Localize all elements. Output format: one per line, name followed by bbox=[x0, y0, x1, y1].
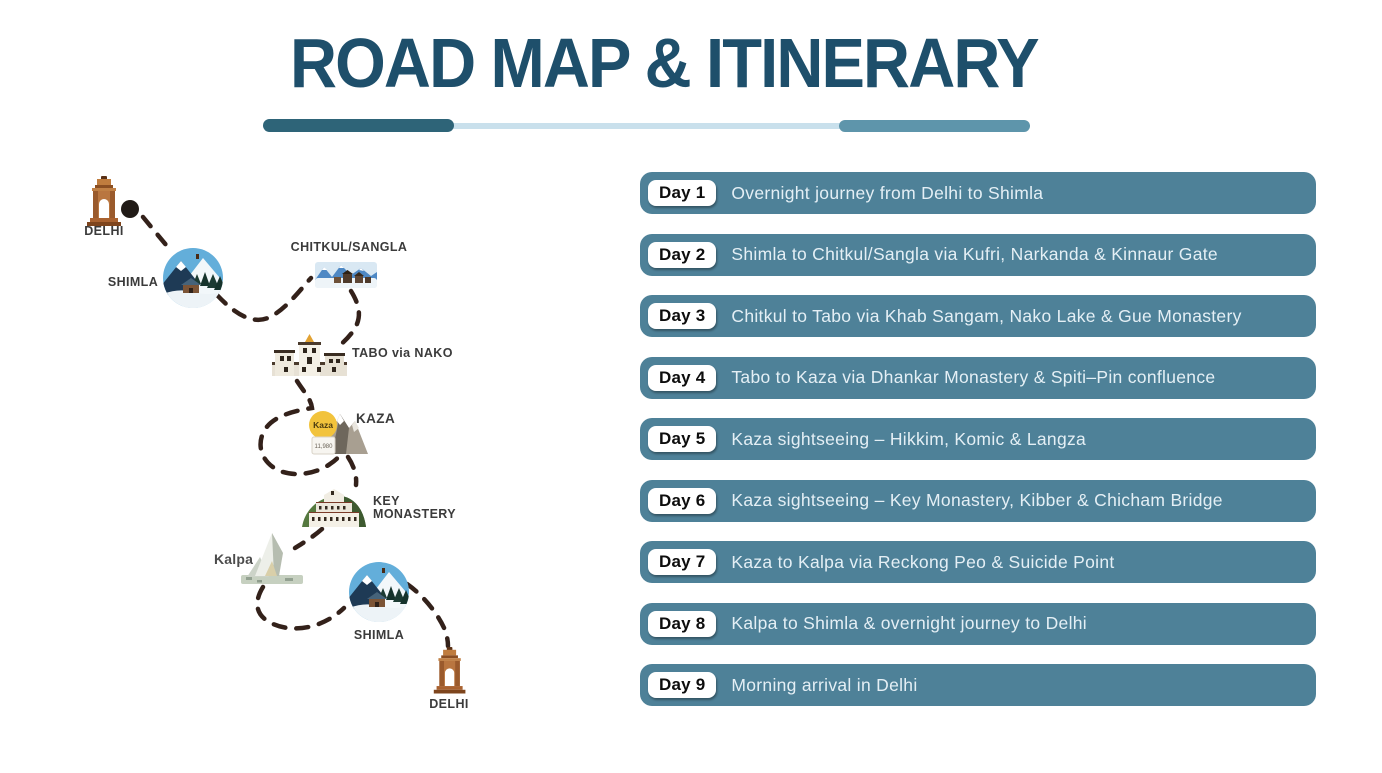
day-badge: Day 3 bbox=[648, 303, 717, 329]
hill-station-icon bbox=[161, 248, 226, 308]
day-description: Shimla to Chitkul/Sangla via Kufri, Nark… bbox=[731, 244, 1218, 264]
map-label-key-line2: MONASTERY bbox=[373, 507, 456, 521]
route-dashed-path bbox=[140, 214, 451, 649]
day-badge: Day 9 bbox=[648, 672, 717, 698]
map-label-tabo: TABO via NAKO bbox=[352, 346, 453, 360]
day-description: Overnight journey from Delhi to Shimla bbox=[731, 182, 1044, 203]
itinerary-row: Day 8 Kalpa to Shimla & overnight journe… bbox=[640, 602, 1316, 645]
map-label-kalpa: Kalpa bbox=[214, 551, 253, 567]
route-start-dot bbox=[121, 200, 139, 218]
india-gate-icon bbox=[87, 176, 121, 226]
day-description: Chitkul to Tabo via Khab Sangam, Nako La… bbox=[731, 305, 1242, 326]
day-description: Kaza sightseeing – Key Monastery, Kibber… bbox=[731, 490, 1223, 510]
map-label-delhi-end: DELHI bbox=[429, 697, 469, 711]
itinerary-list: Day 1 Overnight journey from Delhi to Sh… bbox=[640, 172, 1316, 706]
itinerary-row: Day 4 Tabo to Kaza via Dhankar Monastery… bbox=[640, 356, 1316, 399]
map-label-key-line1: KEY bbox=[373, 494, 400, 508]
map-label-delhi-start: DELHI bbox=[84, 224, 124, 238]
day-badge: Day 7 bbox=[648, 549, 717, 575]
underline-medium-segment bbox=[839, 120, 1030, 132]
day-description: Kaza to Kalpa via Reckong Peo & Suicide … bbox=[731, 551, 1115, 572]
day-description: Kaza sightseeing – Hikkim, Komic & Langz… bbox=[731, 428, 1087, 449]
day-badge: Day 8 bbox=[648, 610, 717, 637]
day-badge: Day 1 bbox=[648, 180, 717, 206]
hill-station-icon bbox=[347, 562, 412, 622]
day-badge: Day 5 bbox=[648, 426, 717, 452]
itinerary-row: Day 7 Kaza to Kalpa via Reckong Peo & Su… bbox=[640, 541, 1316, 583]
india-gate-icon bbox=[433, 647, 466, 694]
itinerary-row: Day 2 Shimla to Chitkul/Sangla via Kufri… bbox=[640, 233, 1316, 276]
map-label-shimla-return: SHIMLA bbox=[354, 628, 404, 642]
kaza-sign-name: Kaza bbox=[313, 420, 333, 430]
day-badge: Day 6 bbox=[648, 487, 717, 514]
day-badge: Day 4 bbox=[648, 364, 717, 391]
monastery-icon bbox=[272, 334, 347, 376]
underline-dark-segment bbox=[263, 119, 454, 132]
itinerary-row: Day 6 Kaza sightseeing – Key Monastery, … bbox=[640, 479, 1316, 522]
valley-village-icon bbox=[315, 262, 377, 288]
map-label-shimla-outbound: SHIMLA bbox=[108, 275, 158, 289]
day-badge: Day 2 bbox=[648, 241, 717, 268]
hilltop-monastery-icon bbox=[302, 489, 366, 527]
itinerary-row: Day 9 Morning arrival in Delhi bbox=[640, 664, 1316, 706]
itinerary-row: Day 3 Chitkul to Tabo via Khab Sangam, N… bbox=[640, 295, 1316, 337]
map-label-chitkul-sangla: CHITKUL/SANGLA bbox=[291, 240, 408, 254]
itinerary-row: Day 5 Kaza sightseeing – Hikkim, Komic &… bbox=[640, 418, 1316, 460]
kaza-sign-altitude: 11,980 bbox=[315, 444, 334, 450]
day-description: Tabo to Kaza via Dhankar Monastery & Spi… bbox=[731, 367, 1216, 387]
route-map: Kaza 11,980 DELHI SHIMLA CHITKUL/SANGLA … bbox=[84, 176, 469, 711]
day-description: Morning arrival in Delhi bbox=[731, 674, 918, 695]
page-title: ROAD MAP & ITINERARY bbox=[290, 24, 1040, 102]
day-description: Kalpa to Shimla & overnight journey to D… bbox=[731, 613, 1087, 633]
title-underline bbox=[263, 119, 1030, 132]
milestone-mountain-icon: Kaza 11,980 bbox=[308, 410, 369, 455]
underline-light-bar bbox=[267, 123, 1026, 129]
map-label-kaza: KAZA bbox=[356, 411, 395, 426]
itinerary-row: Day 1 Overnight journey from Delhi to Sh… bbox=[640, 172, 1316, 214]
